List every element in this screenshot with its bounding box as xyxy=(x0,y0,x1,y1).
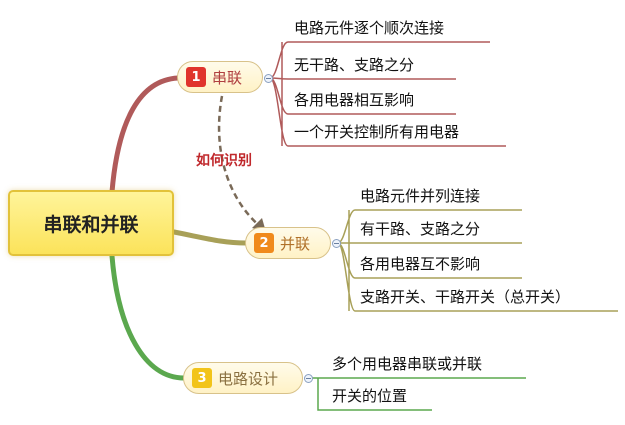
branch-2-curve xyxy=(171,229,249,246)
branch-series[interactable]: 1 串联 xyxy=(177,61,263,93)
leaf-series-2[interactable]: 无干路、支路之分 xyxy=(294,56,415,74)
branch-parallel-label: 并联 xyxy=(280,234,311,253)
priority-1-badge: 1 xyxy=(186,67,206,87)
branch-circuit-design-label: 电路设计 xyxy=(218,369,279,388)
leaf-design-2[interactable]: 开关的位置 xyxy=(332,387,408,405)
branch-3-curve xyxy=(109,253,187,381)
branch-1-leaf-connectors xyxy=(269,41,289,147)
central-topic[interactable]: 串联和并联 xyxy=(8,190,174,256)
branch-1-curve xyxy=(109,75,181,195)
leaf-parallel-1[interactable]: 电路元件并列连接 xyxy=(360,187,481,205)
leaf-series-4[interactable]: 一个开关控制所有用电器 xyxy=(294,123,460,141)
priority-3-badge: 3 xyxy=(192,368,212,388)
central-topic-label: 串联和并联 xyxy=(43,213,139,236)
branch-circuit-design[interactable]: 3 电路设计 xyxy=(183,362,303,394)
branch-series-label: 串联 xyxy=(212,68,243,87)
leaf-parallel-4[interactable]: 支路开关、干路开关（总开关） xyxy=(360,288,571,306)
branch-3-leaf-connectors xyxy=(309,377,325,411)
leaf-parallel-3[interactable]: 各用电器互不影响 xyxy=(360,255,481,273)
leaf-series-3[interactable]: 各用电器相互影响 xyxy=(294,91,415,109)
branch-2-leaf-connectors xyxy=(337,209,356,312)
branch-parallel[interactable]: 2 并联 xyxy=(245,227,331,259)
collapse-icon[interactable] xyxy=(332,239,341,248)
relation-label: 如何识别 xyxy=(196,153,252,169)
collapse-icon[interactable] xyxy=(264,74,273,83)
priority-2-badge: 2 xyxy=(254,233,274,253)
leaf-series-1[interactable]: 电路元件逐个顺次连接 xyxy=(294,19,445,37)
leaf-design-1[interactable]: 多个用电器串联或并联 xyxy=(332,355,483,373)
leaf-parallel-2[interactable]: 有干路、支路之分 xyxy=(360,220,481,238)
collapse-icon[interactable] xyxy=(304,374,313,383)
